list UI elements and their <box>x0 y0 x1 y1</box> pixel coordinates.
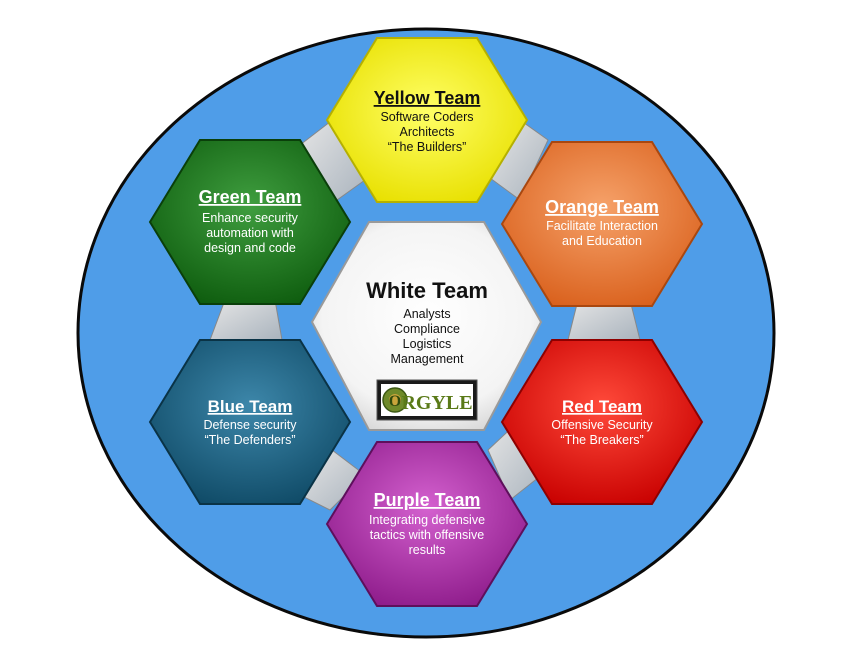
white-team-hexagon: White Team Analysts Compliance Logistics… <box>310 221 543 431</box>
red-team-line-1: Offensive Security <box>551 418 653 432</box>
orange-team-line-1: Facilitate Interaction <box>546 219 658 233</box>
yellow-team-hexagon: Yellow Team Software Coders Architects “… <box>325 37 529 203</box>
green-team-line-2: automation with <box>206 226 294 240</box>
red-team-title: Red Team <box>562 397 642 416</box>
white-team-line-2: Compliance <box>394 322 460 336</box>
orgyle-logo: O RGYLE <box>376 379 478 421</box>
yellow-team-title: Yellow Team <box>374 88 481 108</box>
blue-team-hexagon: Blue Team Defense security “The Defender… <box>148 339 352 505</box>
white-team-line-1: Analysts <box>403 307 450 321</box>
yellow-team-line-2: Architects <box>400 125 455 139</box>
yellow-team-line-3: “The Builders” <box>388 140 467 154</box>
blue-team-line-2: “The Defenders” <box>204 433 295 447</box>
white-team-title: White Team <box>366 278 488 303</box>
logo-text: RGYLE <box>401 392 472 414</box>
green-team-line-3: design and code <box>204 241 296 255</box>
orange-team-line-2: and Education <box>562 234 642 248</box>
red-team-line-2: “The Breakers” <box>560 433 643 447</box>
purple-team-line-2: tactics with offensive <box>370 528 484 542</box>
yellow-team-line-1: Software Coders <box>380 110 473 124</box>
red-team-hexagon: Red Team Offensive Security “The Breaker… <box>500 339 704 505</box>
white-team-line-3: Logistics <box>403 337 452 351</box>
white-team-line-4: Management <box>391 352 464 366</box>
purple-team-hexagon: Purple Team Integrating defensive tactic… <box>325 441 529 607</box>
purple-team-line-1: Integrating defensive <box>369 513 485 527</box>
green-team-title: Green Team <box>199 187 302 207</box>
purple-team-line-3: results <box>409 543 446 557</box>
blue-team-title: Blue Team <box>208 397 293 416</box>
logo-initial: O <box>389 393 401 410</box>
green-team-line-1: Enhance security <box>202 211 299 225</box>
blue-team-line-1: Defense security <box>203 418 297 432</box>
purple-team-title: Purple Team <box>374 490 481 510</box>
green-team-hexagon: Green Team Enhance security automation w… <box>148 139 352 305</box>
orange-team-hexagon: Orange Team Facilitate Interaction and E… <box>500 141 704 307</box>
orange-team-title: Orange Team <box>545 197 659 217</box>
